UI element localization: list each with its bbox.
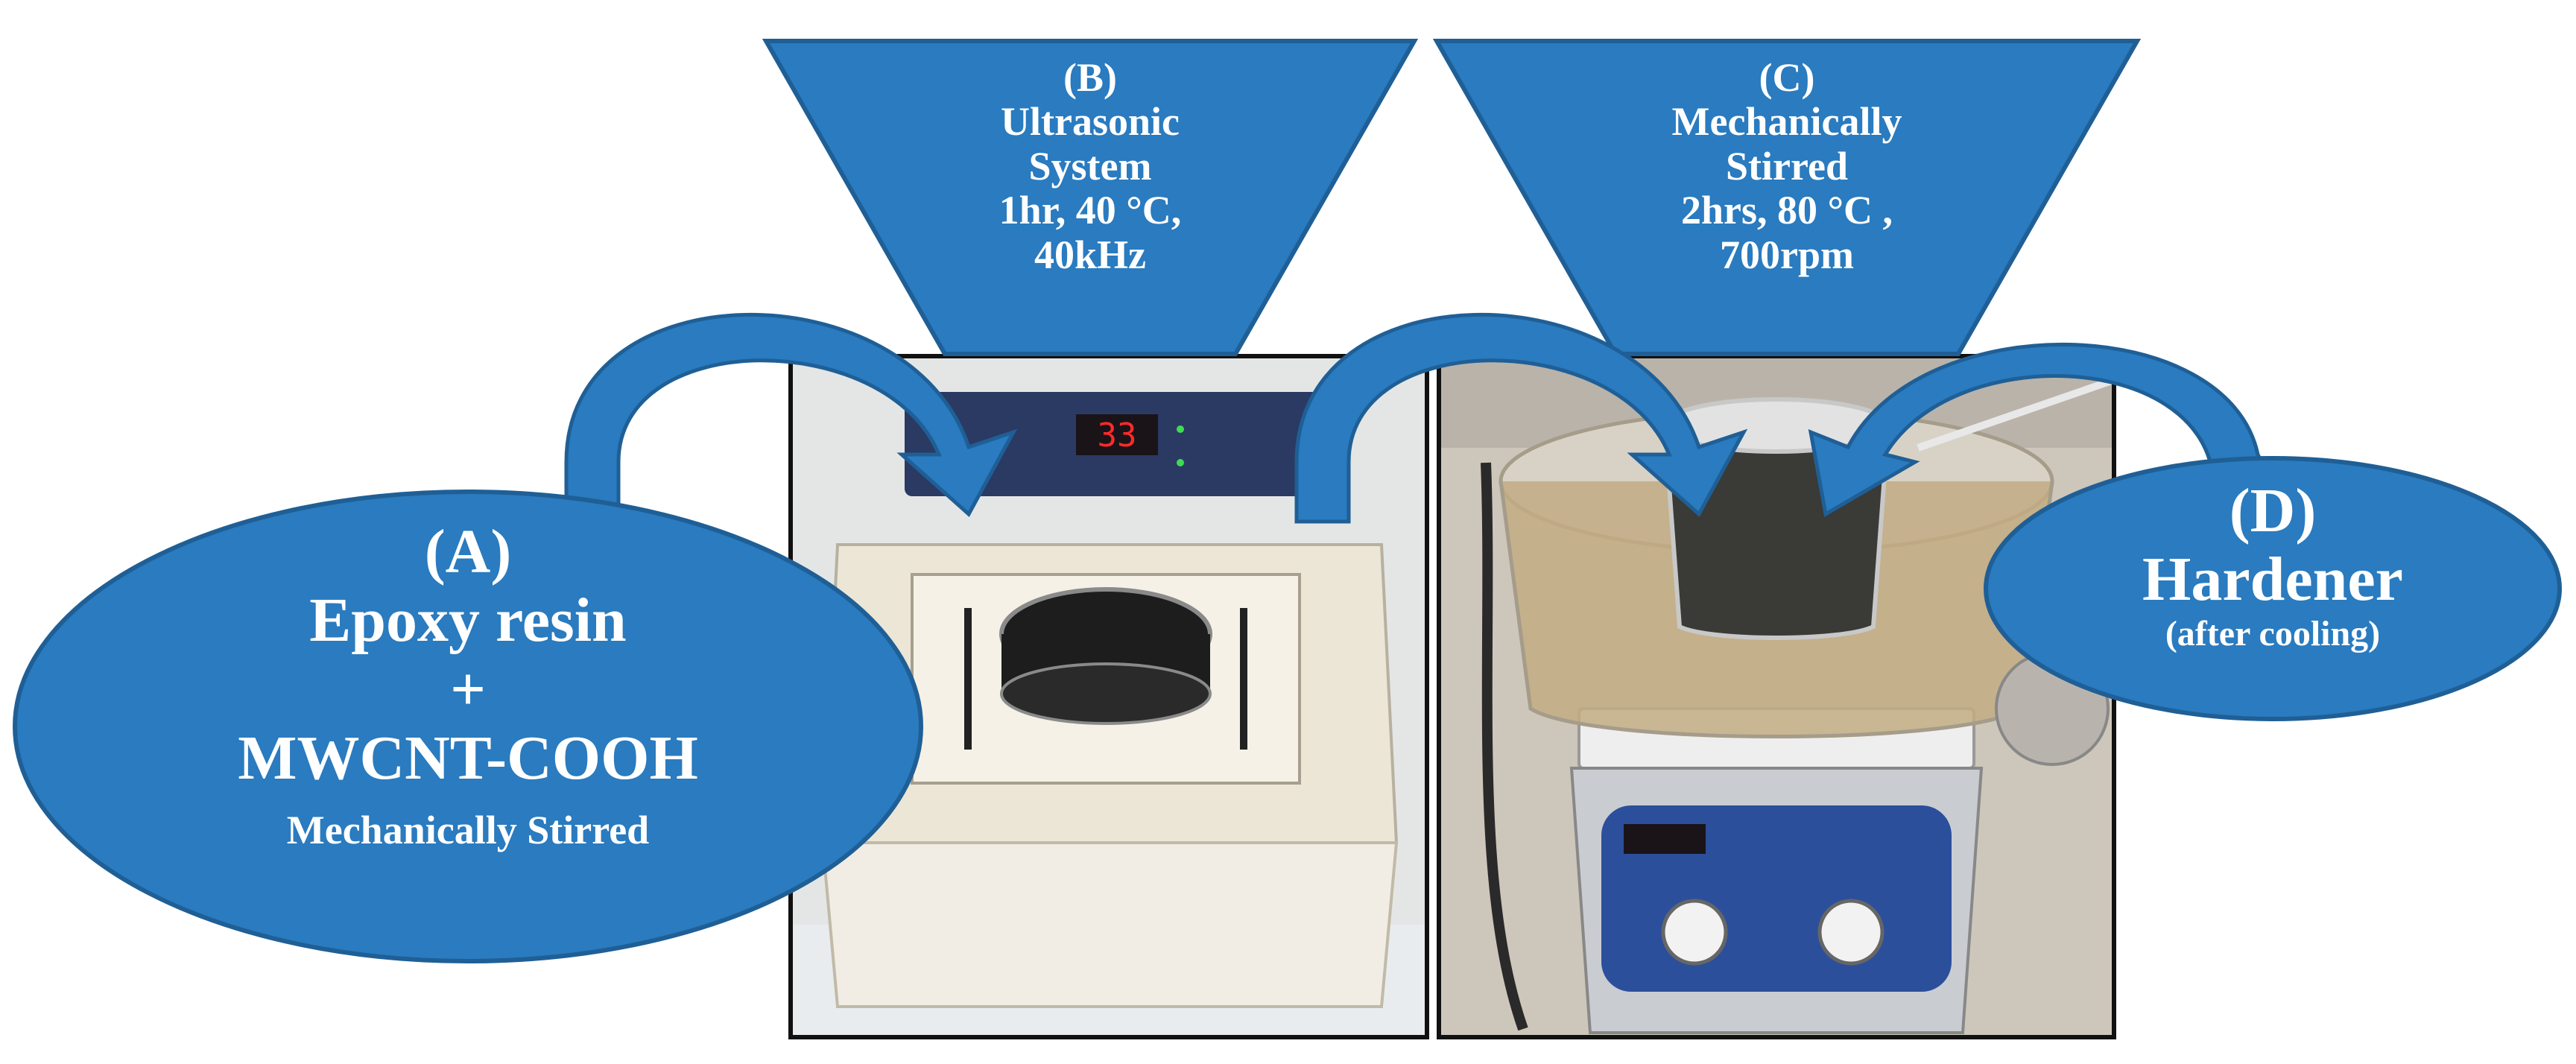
step-a-line1: Epoxy resin: [309, 586, 627, 656]
step-d-label: (D) Hardener (after cooling): [2027, 476, 2519, 654]
tank-slot: [1240, 608, 1247, 750]
stirrer-display: [1624, 824, 1706, 854]
step-b-banner: [762, 39, 1419, 356]
arrow-d-to-c: [1808, 342, 2268, 517]
speed-knob: [1817, 899, 1884, 966]
step-b-letter: (B): [1063, 55, 1117, 100]
step-d-line1: Hardener: [2142, 545, 2403, 615]
step-b-line2: System: [1028, 143, 1152, 189]
hotplate-stirrer-illustration: [1441, 358, 2112, 1035]
step-c-banner: [1432, 39, 2142, 356]
step-b-line4: 40kHz: [1034, 232, 1146, 277]
arrow-a-to-b: [564, 313, 1018, 524]
step-a-letter: (A): [424, 517, 512, 586]
step-d-letter: (D): [2229, 476, 2317, 545]
step-d-ellipse: [1984, 456, 2562, 721]
bath-display-value: 33: [1098, 417, 1137, 455]
step-b-label: (B) Ultrasonic System 1hr, 40 °C, 40kHz: [945, 55, 1235, 277]
step-b-line1: Ultrasonic: [1001, 99, 1180, 145]
beaker-base: [1000, 662, 1212, 725]
step-c-line3: 2hrs, 80 °C ,: [1680, 188, 1893, 233]
step-a-plus: +: [450, 654, 486, 724]
step-a-note: Mechanically Stirred: [286, 807, 650, 852]
stirring-rod: [1917, 377, 2112, 452]
power-cable: [1481, 462, 1528, 1031]
heat-knob: [1661, 899, 1728, 966]
step-b-line3: 1hr, 40 °C,: [999, 188, 1182, 233]
step-d-note: (after cooling): [2165, 613, 2381, 653]
step-a-ellipse: [13, 490, 923, 963]
ultrasonic-bath-illustration: 33: [793, 358, 1425, 1035]
indicator-light: [1177, 425, 1184, 433]
arrow-b-to-c: [1294, 313, 1748, 524]
step-c-line4: 700rpm: [1720, 232, 1854, 277]
step-c-label: (C) Mechanically Stirred 2hrs, 80 °C , 7…: [1615, 55, 1958, 277]
photo-hotplate-stirrer: [1437, 354, 2116, 1039]
step-c-letter: (C): [1759, 55, 1815, 100]
indicator-light: [1177, 459, 1184, 466]
bath-display: [1076, 414, 1158, 455]
step-c-line1: Mechanically: [1671, 99, 1902, 145]
tank-slot: [964, 608, 972, 750]
step-c-line2: Stirred: [1726, 143, 1848, 189]
step-a-label: (A) Epoxy resin + MWCNT-COOH Mechanicall…: [89, 517, 846, 852]
step-a-line2: MWCNT-COOH: [238, 723, 698, 794]
bath-body: [820, 841, 1399, 1008]
